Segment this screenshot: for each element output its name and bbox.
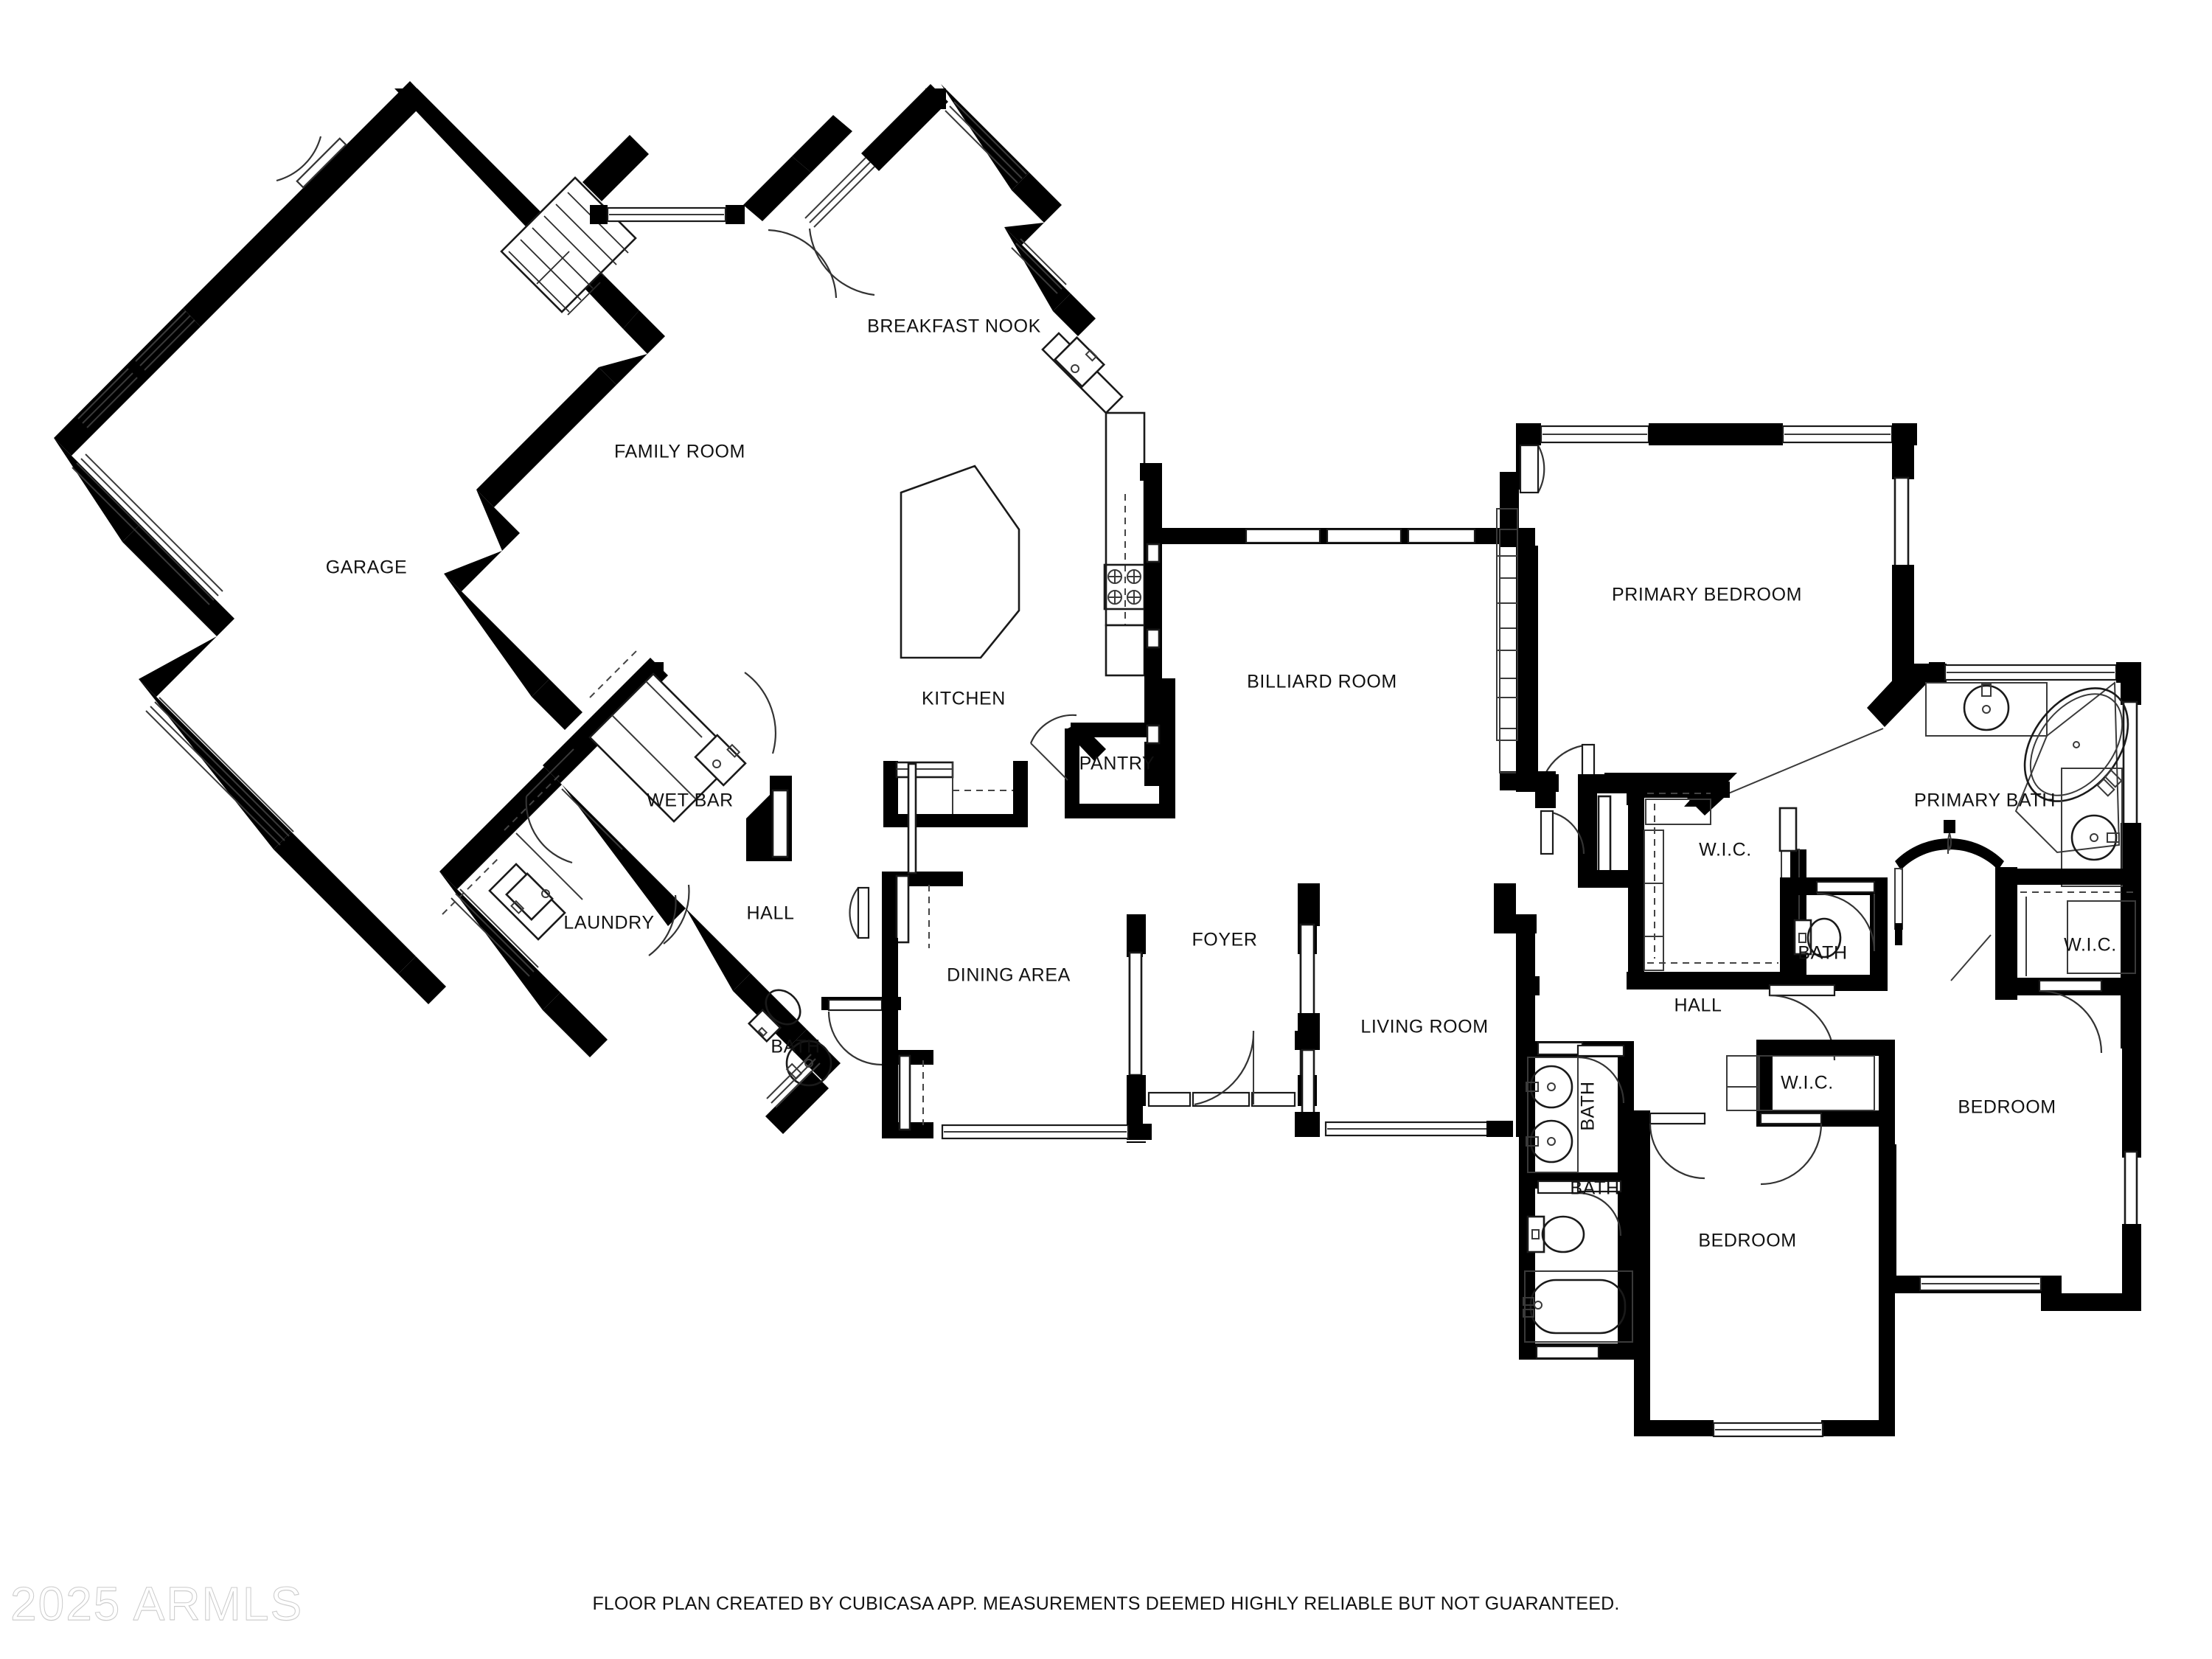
room-label-bath-south: BATH (1570, 1178, 1619, 1199)
room-label-hall-east: HALL (1674, 995, 1722, 1016)
wic-east (1995, 869, 2141, 1054)
room-label-pantry: PANTRY (1079, 754, 1155, 774)
room-label-primary-bath: PRIMARY BATH (1914, 790, 2056, 811)
room-label-wet-bar: WET BAR (647, 790, 734, 811)
room-label-wic-bedroom: W.I.C. (1781, 1073, 1834, 1093)
primary-bedroom-walls (1496, 423, 1947, 815)
bath-south-tub (1523, 1270, 1633, 1343)
room-label-bath-vertical: BATH (1578, 1081, 1599, 1130)
room-label-wic-primary: W.I.C. (1699, 840, 1752, 860)
primary-vanity-2 (2061, 768, 2123, 887)
kitchen-island (900, 465, 1020, 659)
room-label-laundry: LAUNDRY (563, 913, 654, 933)
room-label-living-room: LIVING ROOM (1360, 1017, 1488, 1037)
primary-vanity-1 (1925, 682, 2048, 737)
wic-bedroom-door-swing (1759, 1112, 1823, 1186)
family-room-door-swing (768, 229, 838, 299)
room-label-breakfast-nook: BREAKFAST NOOK (867, 316, 1041, 337)
room-label-garage: GARAGE (326, 557, 408, 578)
garage-window (77, 368, 138, 428)
laundry (439, 748, 690, 1057)
kitchen-area (883, 332, 1516, 827)
billiard-room-walls (1144, 463, 1535, 790)
wic-bedroom (1726, 1040, 1895, 1186)
bath-west-window (766, 1054, 821, 1108)
bath-primary-wc-door-swing (1815, 880, 1876, 952)
nook-window (1011, 238, 1067, 294)
room-label-bath-west: BATH (771, 1037, 820, 1057)
wc-toilet (1793, 917, 1842, 959)
garage-overhead-door (145, 697, 294, 846)
entry-door-swing (1194, 1030, 1255, 1106)
bath-vertical (1519, 1041, 1634, 1189)
garage-door-swing (276, 136, 347, 189)
room-label-family-room: FAMILY ROOM (614, 442, 745, 462)
laundry-window (451, 888, 539, 977)
bedroom-east-walls (1879, 995, 2141, 1311)
hall-west-structure (849, 762, 963, 948)
nook-window (945, 101, 1027, 184)
bath-vertical-door-swing (1576, 1044, 1625, 1104)
bath-south (1519, 1178, 1634, 1360)
room-label-wic-east: W.I.C. (2064, 935, 2117, 956)
bedroom-south-door-swing (1649, 1112, 1706, 1180)
family-room-walls (582, 84, 1096, 336)
pantry (1029, 678, 1175, 818)
nook-window (804, 157, 875, 228)
nook-door-swing (808, 228, 875, 296)
primary-bedroom-door-swing (1519, 444, 1545, 494)
peninsula-counter (883, 761, 1028, 827)
room-label-bedroom-south: BEDROOM (1698, 1231, 1796, 1251)
room-label-dining-area: DINING AREA (947, 965, 1071, 986)
corridor-connector (1516, 771, 1630, 888)
room-label-billiard-room: BILLIARD ROOM (1247, 672, 1397, 692)
room-labels: GARAGE FAMILY ROOM BREAKFAST NOOK KITCHEN PA… (326, 316, 2117, 1251)
hall-closet-door-swing (849, 886, 870, 939)
room-label-primary-bedroom: PRIMARY BEDROOM (1612, 585, 1802, 605)
room-label-bath-primary-wc: BATH (1798, 943, 1847, 964)
bath-south-toilet (1526, 1215, 1585, 1253)
laundry-sink (505, 872, 554, 921)
footer-disclaimer: FLOOR PLAN CREATED BY CUBICASA APP. MEAS… (592, 1593, 1620, 1614)
laundry-door-swing (525, 748, 574, 864)
pantry-door-swing (1029, 714, 1077, 781)
garage-window (135, 310, 195, 371)
corridor-door-swing (1540, 810, 1585, 855)
garage-overhead-door (72, 453, 223, 605)
wet-bar (543, 648, 792, 861)
bedroom-south-walls (1634, 1110, 1895, 1438)
room-label-hall-west: HALL (747, 903, 795, 924)
wic-east-door-swing (2038, 979, 2103, 1054)
dining-area-walls (882, 914, 1152, 1140)
bath-south-door-swing (1576, 1180, 1622, 1237)
wet-bar-door-swing (744, 672, 776, 754)
bath-west-door-swing (827, 998, 883, 1066)
living-room-walls (1295, 883, 1537, 1137)
room-label-bedroom-east: BEDROOM (1958, 1097, 2056, 1118)
room-label-kitchen: KITCHEN (922, 689, 1006, 709)
toilet (747, 989, 801, 1043)
mls-watermark: 2025 ARMLS (10, 1577, 304, 1631)
primary-bedroom-closet (1496, 508, 1518, 741)
room-label-foyer: FOYER (1192, 930, 1257, 950)
laundry-door-swing-2 (648, 884, 690, 956)
bath-vanity (1526, 1057, 1579, 1173)
bath-west (686, 908, 901, 1134)
wic-primary (1627, 782, 1888, 991)
wet-bar-sink (694, 734, 747, 787)
primary-tub (2014, 681, 2129, 854)
